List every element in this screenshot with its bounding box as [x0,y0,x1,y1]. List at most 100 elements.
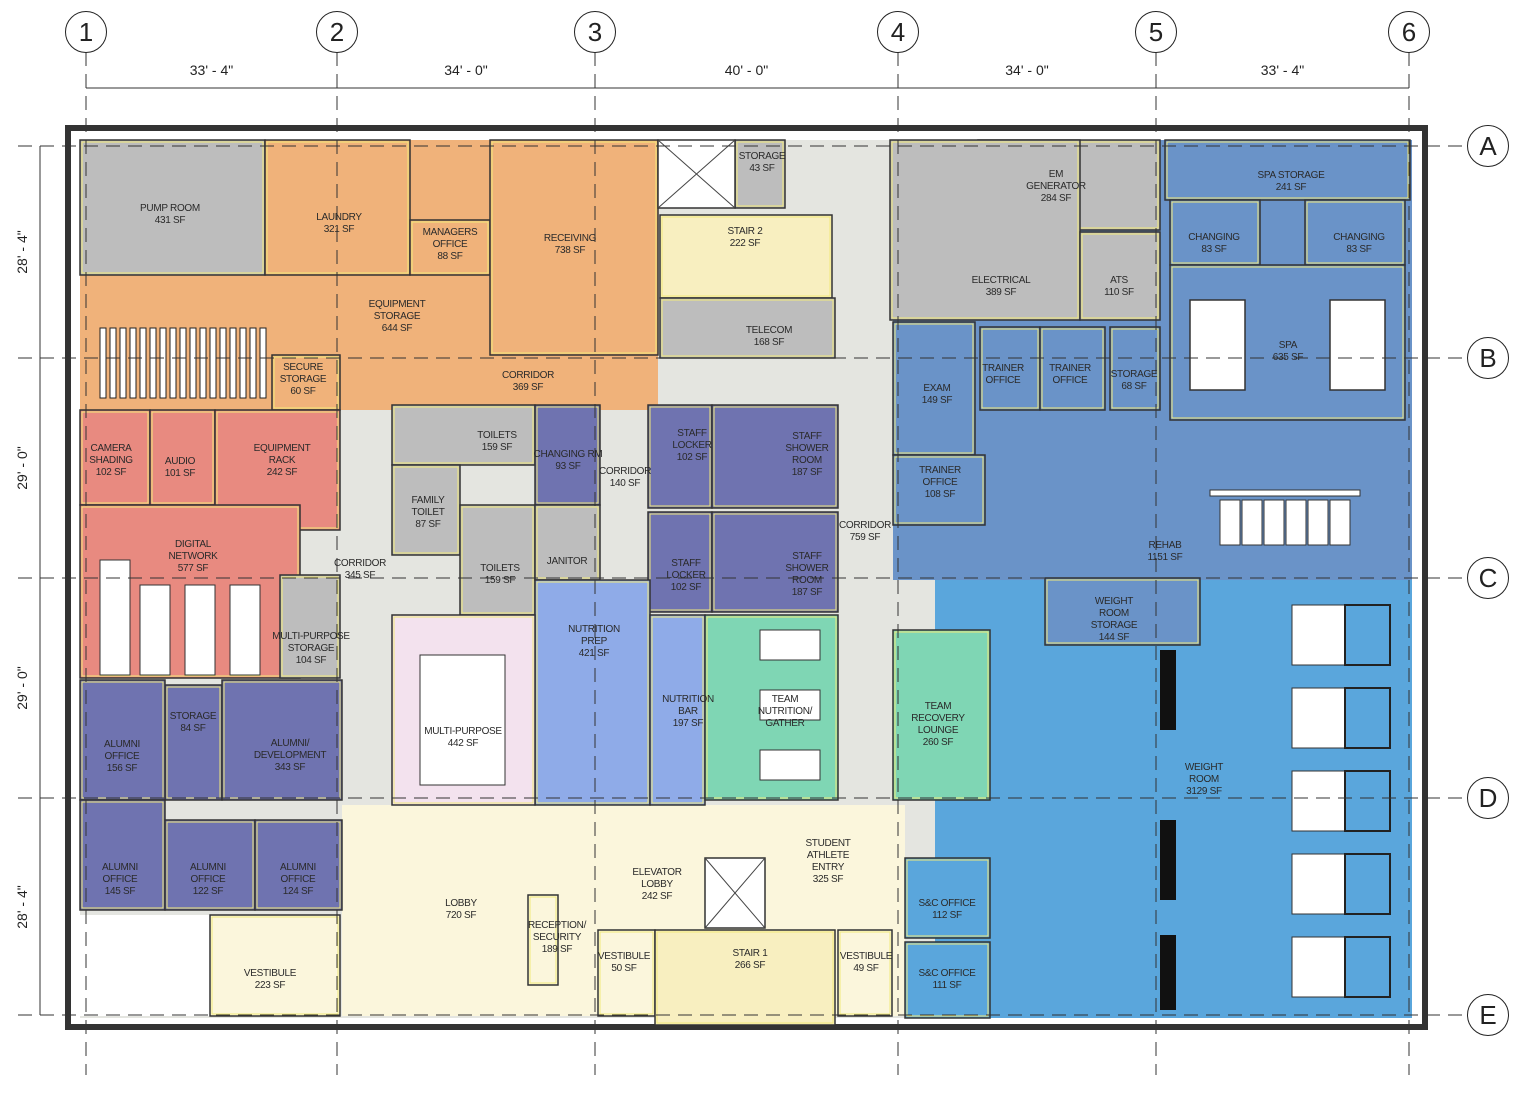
room-wall-pump [81,141,264,274]
room-wall-wrstor [1046,579,1199,644]
grid-bubble-D: D [1467,777,1509,819]
room-vest223 [209,914,341,1017]
room-wall-janitor [536,506,599,579]
room-changing2 [1304,199,1406,266]
room-wall-locker1 [649,406,711,507]
shelving-unit [139,327,147,399]
room-wall-electrical [891,141,1079,319]
room-secure [271,354,341,411]
room-toilets2 [459,504,536,616]
squat-rack [1344,770,1391,832]
room-wall-stair2 [661,216,831,297]
room-wall-storage84 [166,686,221,799]
room-wall-trainer2 [1041,328,1104,409]
squat-rack [1344,687,1391,749]
room-wall-exam [894,323,974,454]
room-wall-nutprep [536,581,649,804]
room-alumni122 [164,819,256,911]
room-telecom [659,297,836,359]
shelving-unit [199,327,207,399]
room-nutprep [534,579,651,806]
dining-table [759,629,821,661]
squat-rack [1344,604,1391,666]
room-wrstor [1044,577,1201,646]
room-wall-vest223 [211,916,339,1015]
room-camera [79,409,151,506]
grid-bubble-2: 2 [316,11,358,53]
grid-bubble-E: E [1467,994,1509,1036]
dimension-label: 34' - 0" [444,62,488,78]
shelving-unit [239,327,247,399]
weight-platform [1291,853,1346,915]
room-wall-telecom [661,299,834,357]
workstation-desk [99,559,131,676]
room-changingrm [534,404,601,506]
room-wall-shower2 [713,513,837,611]
room-trainer2 [1039,326,1106,411]
room-wall-reception [529,896,557,984]
room-vest49 [837,929,893,1017]
room-wall-vest49 [839,931,891,1015]
treatment-table [1329,499,1351,546]
room-trainer1 [979,326,1041,411]
room-wall-secure [273,356,339,409]
room-sc111 [904,941,991,1019]
room-shower2 [711,511,839,613]
room-receiving [489,139,659,356]
room-shower1 [711,404,839,509]
treatment-counter [1209,489,1361,497]
room-alumnidev [221,679,343,801]
room-wall-mpstor [281,576,339,677]
room-alumni124 [254,819,343,911]
weight-platform [1291,687,1346,749]
room-wall-sc111 [906,943,989,1017]
dimension-label: 29' - 0" [14,666,30,710]
room-wall-locker2 [649,513,711,611]
room-electrical [889,139,1081,321]
workstation-desk [229,584,261,676]
room-family [391,464,461,556]
grid-bubble-C: C [1467,557,1509,599]
shelving-unit [129,327,137,399]
room-spastor [1164,139,1411,201]
room-locker2 [647,511,713,613]
room-wall-receiving [491,141,657,354]
shelving-unit [189,327,197,399]
dumbbell-rack [1160,820,1176,900]
dumbbell-rack [1160,650,1176,730]
room-exam [892,321,976,456]
shelving-unit [219,327,227,399]
room-wall-camera [81,411,149,504]
room-alumni145 [79,799,166,911]
shelving-unit [109,327,117,399]
squat-rack [1344,853,1391,915]
room-storage84 [164,684,223,801]
room-stair1 [654,929,836,1026]
grid-bubble-3: 3 [574,11,616,53]
dimension-label: 28' - 4" [14,884,30,929]
dimension-label: 28' - 4" [14,230,30,274]
grid-bubble-1: 1 [65,11,107,53]
grid-bubble-4: 4 [877,11,919,53]
room-wall-spa [1171,266,1404,419]
grid-bubble-A: A [1467,125,1509,167]
room-mpstor [279,574,341,679]
room-janitor [534,504,601,581]
room-wall-managers [411,221,489,274]
room-wall-changingrm [536,406,599,504]
room-alumni156 [79,679,166,801]
room-wall-ats [1081,233,1159,319]
grid-bubble-6: 6 [1388,11,1430,53]
treatment-table [1285,499,1307,546]
room-wall-family [393,466,459,554]
conference-table [419,654,506,786]
shelving-unit [119,327,127,399]
room-wall-alumni145 [81,801,164,909]
spa-tub [1329,299,1386,391]
room-toilets1 [391,404,536,466]
room-trainer108 [892,454,986,526]
room-wall-shower1 [713,406,837,507]
room-wall-toilets1 [393,406,534,464]
room-wall-toilets2 [461,506,534,614]
